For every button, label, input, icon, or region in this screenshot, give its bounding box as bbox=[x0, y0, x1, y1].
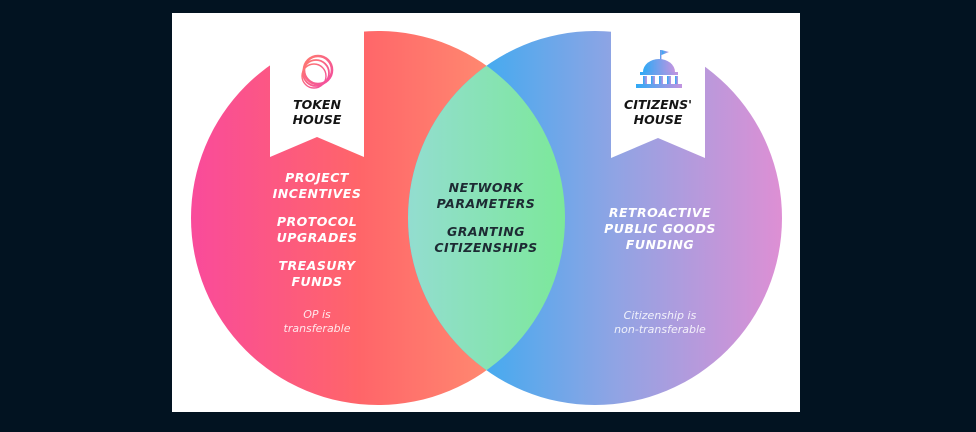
token-house-item-line: PROJECT bbox=[285, 170, 349, 185]
citizens-house-title-line2: HOUSE bbox=[633, 112, 683, 127]
token-house-item-line: INCENTIVES bbox=[272, 186, 362, 201]
citizens-house-item-line: FUNDING bbox=[625, 237, 695, 252]
token-house-item: TREASURY FUNDS bbox=[252, 258, 382, 290]
token-house-title: TOKEN HOUSE bbox=[270, 97, 364, 127]
citizens-house-note-line: non-transferable bbox=[614, 323, 706, 336]
citizens-house-note: Citizenship is non-transferable bbox=[595, 309, 725, 337]
citizens-house-ribbon bbox=[611, 20, 705, 158]
citizens-house-note-line: Citizenship is bbox=[623, 309, 697, 322]
token-house-note-line: transferable bbox=[283, 322, 351, 335]
token-house-item: PROJECT INCENTIVES bbox=[252, 170, 382, 202]
shared-item-line: GRANTING bbox=[447, 224, 525, 239]
token-house-item-line: PROTOCOL bbox=[276, 214, 358, 229]
shared-item-line: PARAMETERS bbox=[436, 196, 536, 211]
shared-overlap-region bbox=[408, 31, 565, 405]
token-house-item-line: UPGRADES bbox=[276, 230, 358, 245]
citizens-house-title-line1: CITIZENS' bbox=[624, 97, 692, 112]
token-house-title-line2: HOUSE bbox=[292, 112, 342, 127]
shared-item-line: CITIZENSHIPS bbox=[434, 240, 538, 255]
shared-item: NETWORK PARAMETERS bbox=[418, 180, 554, 212]
token-house-title-line1: TOKEN bbox=[293, 97, 341, 112]
token-house-item: PROTOCOL UPGRADES bbox=[252, 214, 382, 246]
token-house-item-line: FUNDS bbox=[291, 274, 343, 289]
token-house-note: OP is transferable bbox=[262, 308, 372, 336]
citizens-house-title: CITIZENS' HOUSE bbox=[611, 97, 705, 127]
token-house-note-line: OP is bbox=[303, 308, 331, 321]
token-house-item-line: TREASURY bbox=[278, 258, 356, 273]
capitol-building-icon bbox=[636, 50, 682, 88]
shared-item-line: NETWORK bbox=[448, 180, 524, 195]
citizens-house-item: RETROACTIVE PUBLIC GOODS FUNDING bbox=[590, 205, 730, 253]
optimism-rings-icon bbox=[301, 54, 334, 89]
citizens-house-item-line: PUBLIC GOODS bbox=[604, 221, 716, 236]
citizens-house-item-line: RETROACTIVE bbox=[608, 205, 712, 220]
token-house-ribbon bbox=[270, 20, 364, 157]
shared-item: GRANTING CITIZENSHIPS bbox=[418, 224, 554, 256]
